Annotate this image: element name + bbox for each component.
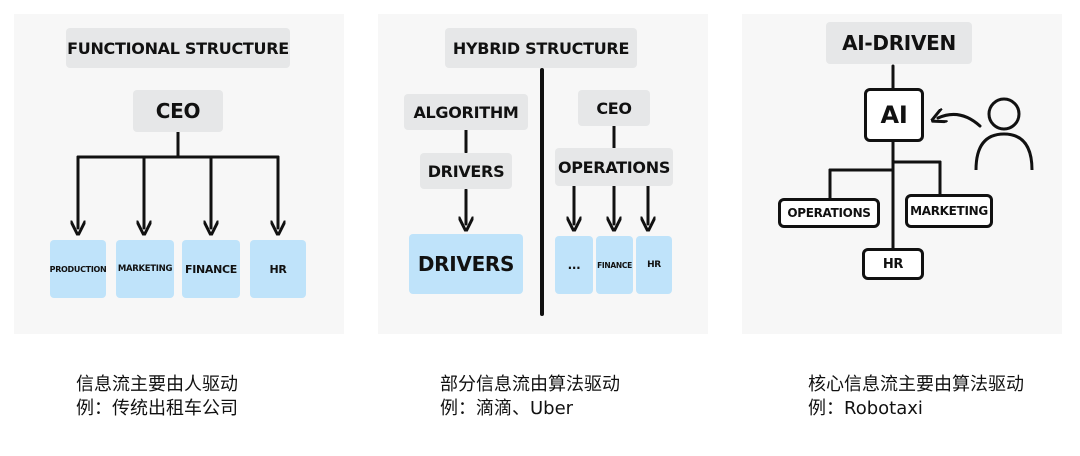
hybrid-connectors [466,68,648,316]
ai-core-box: AI [864,88,924,142]
person-icon [974,97,1034,171]
hybrid-caption-line2: 例：滴滴、Uber [440,398,574,419]
ai-driven-title: AI-DRIVEN [826,22,972,64]
ai-caption-line2: 例：Robotaxi [808,398,923,419]
ai-caption-line1: 核心信息流主要由算法驱动 [808,374,1024,395]
ai-connectors [828,64,982,250]
hybrid-title: HYBRID STRUCTURE [445,28,637,68]
panel-ai-bg [742,14,1062,334]
department-finance: FINANCE [182,240,240,298]
department-hr: HR [250,240,306,298]
ai-marketing-box: MARKETING [905,194,993,228]
hybrid-department-hr: HR [636,236,672,294]
drivers-bottom-box: DRIVERS [409,234,523,294]
functional-title: FUNCTIONAL STRUCTURE [66,28,290,68]
department-marketing: MARKETING [116,240,174,298]
functional-ceo-box: CEO [133,90,223,132]
drivers-middle-box: DRIVERS [420,153,512,189]
hybrid-caption-line1: 部分信息流由算法驱动 [440,374,620,395]
department-production: PRODUCTION [50,240,107,298]
algorithm-box: ALGORITHM [404,94,528,130]
hybrid-ceo-box: CEO [578,90,650,126]
operations-box: OPERATIONS [555,148,673,186]
hybrid-department-ellipsis: ... [555,236,593,294]
functional-caption-line2: 例：传统出租车公司 [76,398,238,419]
functional-caption-line1: 信息流主要由人驱动 [76,374,238,395]
ai-operations-box: OPERATIONS [778,198,880,228]
hybrid-department-finance: FINANCE [596,236,633,294]
ai-hr-box: HR [862,248,924,280]
functional-connectors [78,130,278,228]
